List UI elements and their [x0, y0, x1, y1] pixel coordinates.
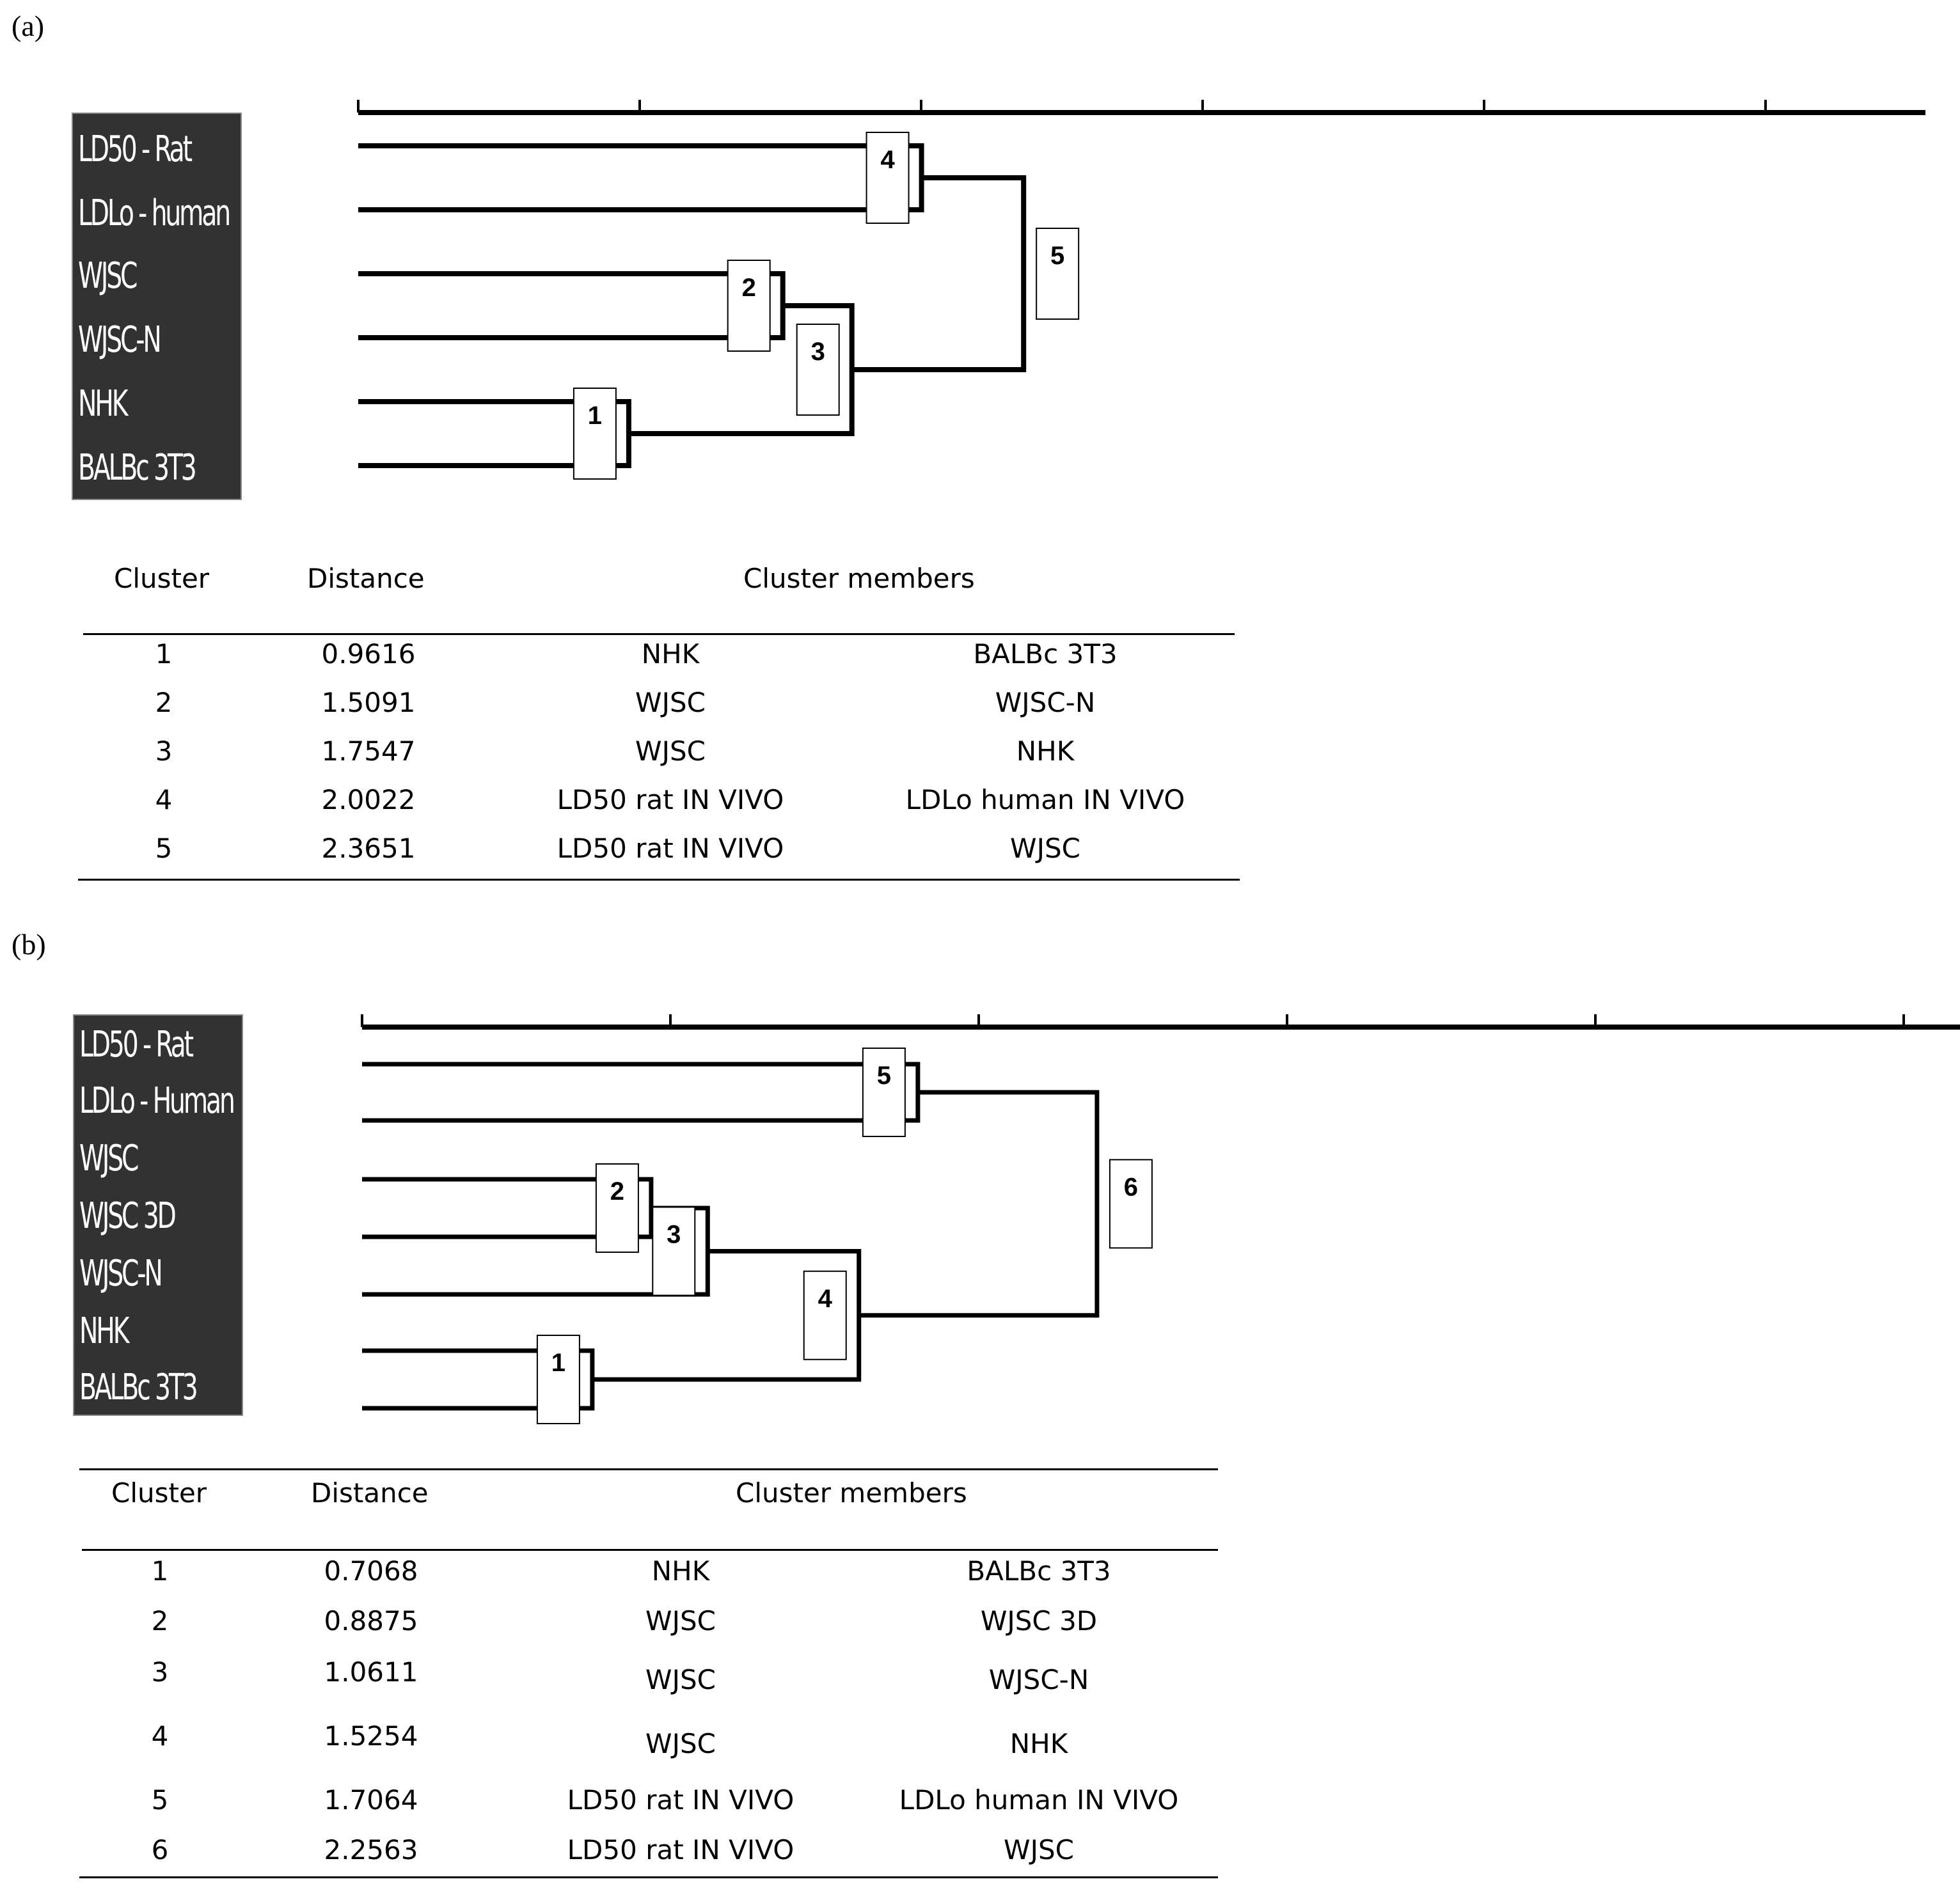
- table-rule: [83, 633, 1235, 635]
- panel-b-label: (b): [12, 928, 46, 961]
- col-header-distance: Distance: [307, 563, 425, 594]
- cluster-id-label: 4: [880, 146, 895, 174]
- cell-member-2: WJSC-N: [995, 687, 1096, 718]
- cell-member-1: WJSC: [645, 1664, 716, 1695]
- panel-a-label: (a): [12, 10, 45, 42]
- cell-member-2: WJSC 3D: [980, 1605, 1098, 1637]
- table-rule: [78, 879, 1240, 881]
- leaf-label: LD50 - Rat: [79, 1024, 194, 1065]
- cell-member-2: BALBc 3T3: [973, 638, 1118, 670]
- cell-cluster: 2: [155, 687, 173, 718]
- leaf-label: WJSC-N: [79, 1253, 163, 1294]
- cell-member-2: NHK: [1009, 1728, 1068, 1759]
- cluster-id-box: [803, 1270, 847, 1360]
- leaf-label: LDLo - human: [78, 192, 231, 234]
- leaf-label: WJSC 3D: [79, 1195, 177, 1237]
- cell-member-1: WJSC: [635, 687, 706, 718]
- cluster-id-label: 1: [551, 1349, 565, 1377]
- cluster-id-box: [652, 1206, 696, 1296]
- cell-member-2: WJSC-N: [988, 1664, 1089, 1695]
- cluster-id-label: 2: [610, 1177, 624, 1206]
- cluster-id-box: [796, 324, 840, 416]
- cluster-id-label: 4: [818, 1285, 833, 1313]
- cluster-id-box: [1109, 1159, 1153, 1249]
- cluster-id-box: [727, 260, 771, 352]
- cell-member-1: WJSC: [645, 1728, 716, 1759]
- dendrogram-a: 1 2 3 4 5: [357, 100, 1925, 480]
- leaf-label: WJSC: [79, 1138, 139, 1179]
- cell-cluster: 2: [151, 1605, 169, 1637]
- cell-member-2: NHK: [1016, 735, 1075, 767]
- cell-member-2: LDLo human IN VIVO: [899, 1784, 1179, 1816]
- cluster-id-label: 6: [1124, 1173, 1138, 1201]
- table-rule: [79, 1468, 1218, 1470]
- leaf-label: WJSC-N: [78, 319, 162, 361]
- cell-member-1: LD50 rat IN VIVO: [557, 784, 784, 815]
- cell-cluster: 5: [151, 1784, 169, 1816]
- leaf-label: WJSC: [78, 255, 138, 297]
- leaf-label: BALBc 3T3: [78, 447, 197, 489]
- cluster-id-box: [1036, 228, 1080, 320]
- col-header-distance: Distance: [311, 1477, 429, 1509]
- cell-distance: 1.7064: [324, 1784, 418, 1816]
- leaf-label: BALBc 3T3: [79, 1367, 198, 1408]
- cell-member-2: BALBc 3T3: [967, 1555, 1111, 1587]
- cluster-id-label: 1: [588, 402, 602, 430]
- cell-distance: 1.5091: [321, 687, 416, 718]
- cell-cluster: 6: [151, 1834, 169, 1866]
- cluster-table-b: Cluster Distance Cluster members 1 0.7068…: [0, 1468, 1960, 1887]
- leaf-label-box-b: LD50 - Rat LDLo - Human WJSC WJSC 3D WJS…: [73, 1014, 243, 1416]
- col-header-members: Cluster members: [743, 563, 975, 594]
- cell-member-1: LD50 rat IN VIVO: [557, 833, 784, 864]
- cluster-id-label: 5: [1050, 242, 1064, 270]
- cell-distance: 1.7547: [321, 735, 416, 767]
- cluster-id-label: 5: [877, 1062, 891, 1090]
- cell-distance: 2.0022: [321, 784, 416, 815]
- col-header-cluster: Cluster: [114, 563, 210, 594]
- cell-member-1: NHK: [651, 1555, 710, 1587]
- cell-member-2: WJSC: [1010, 833, 1080, 864]
- cell-cluster: 1: [155, 638, 173, 670]
- leaf-label: NHK: [78, 383, 128, 425]
- cell-distance: 0.7068: [324, 1555, 418, 1587]
- cluster-table-a: Cluster Distance Cluster members 1 0.9616…: [0, 563, 1960, 895]
- col-header-members: Cluster members: [736, 1477, 967, 1509]
- cell-distance: 1.0611: [324, 1656, 418, 1688]
- cell-distance: 0.9616: [321, 638, 416, 670]
- cell-distance: 2.3651: [321, 833, 416, 864]
- cell-cluster: 3: [155, 735, 173, 767]
- cell-member-1: NHK: [641, 638, 700, 670]
- cell-member-1: WJSC: [635, 735, 706, 767]
- cell-member-1: LD50 rat IN VIVO: [567, 1784, 794, 1816]
- cluster-id-box: [536, 1335, 580, 1424]
- cluster-id-label: 2: [742, 274, 756, 302]
- cluster-id-box: [595, 1163, 639, 1253]
- leaf-label: LDLo - Human: [79, 1080, 235, 1122]
- cell-cluster: 3: [151, 1656, 169, 1688]
- cluster-id-box: [865, 132, 910, 224]
- col-header-cluster: Cluster: [111, 1477, 207, 1509]
- cell-cluster: 5: [155, 833, 173, 864]
- cell-member-1: LD50 rat IN VIVO: [567, 1834, 794, 1866]
- cluster-id-box: [862, 1048, 906, 1137]
- cluster-id-label: 3: [811, 338, 825, 366]
- table-rule: [79, 1876, 1218, 1878]
- cell-member-2: LDLo human IN VIVO: [905, 784, 1185, 815]
- cell-cluster: 4: [155, 784, 173, 815]
- cell-distance: 1.5254: [324, 1720, 418, 1752]
- dendrogram-b: 1 2 3 4 5 6: [361, 1014, 1960, 1424]
- leaf-label-box-a: LD50 - Rat LDLo - human WJSC WJSC-N NHK …: [72, 113, 242, 500]
- cell-member-2: WJSC: [1004, 1834, 1074, 1866]
- cluster-id-label: 3: [667, 1221, 681, 1249]
- cell-member-1: WJSC: [645, 1605, 716, 1637]
- cell-distance: 0.8875: [324, 1605, 418, 1637]
- leaf-label: NHK: [79, 1310, 129, 1352]
- leaf-label: LD50 - Rat: [78, 129, 193, 170]
- cell-cluster: 1: [151, 1555, 169, 1587]
- table-rule: [82, 1549, 1218, 1551]
- cell-cluster: 4: [151, 1720, 169, 1752]
- cluster-id-box: [573, 388, 617, 480]
- cell-distance: 2.2563: [324, 1834, 418, 1866]
